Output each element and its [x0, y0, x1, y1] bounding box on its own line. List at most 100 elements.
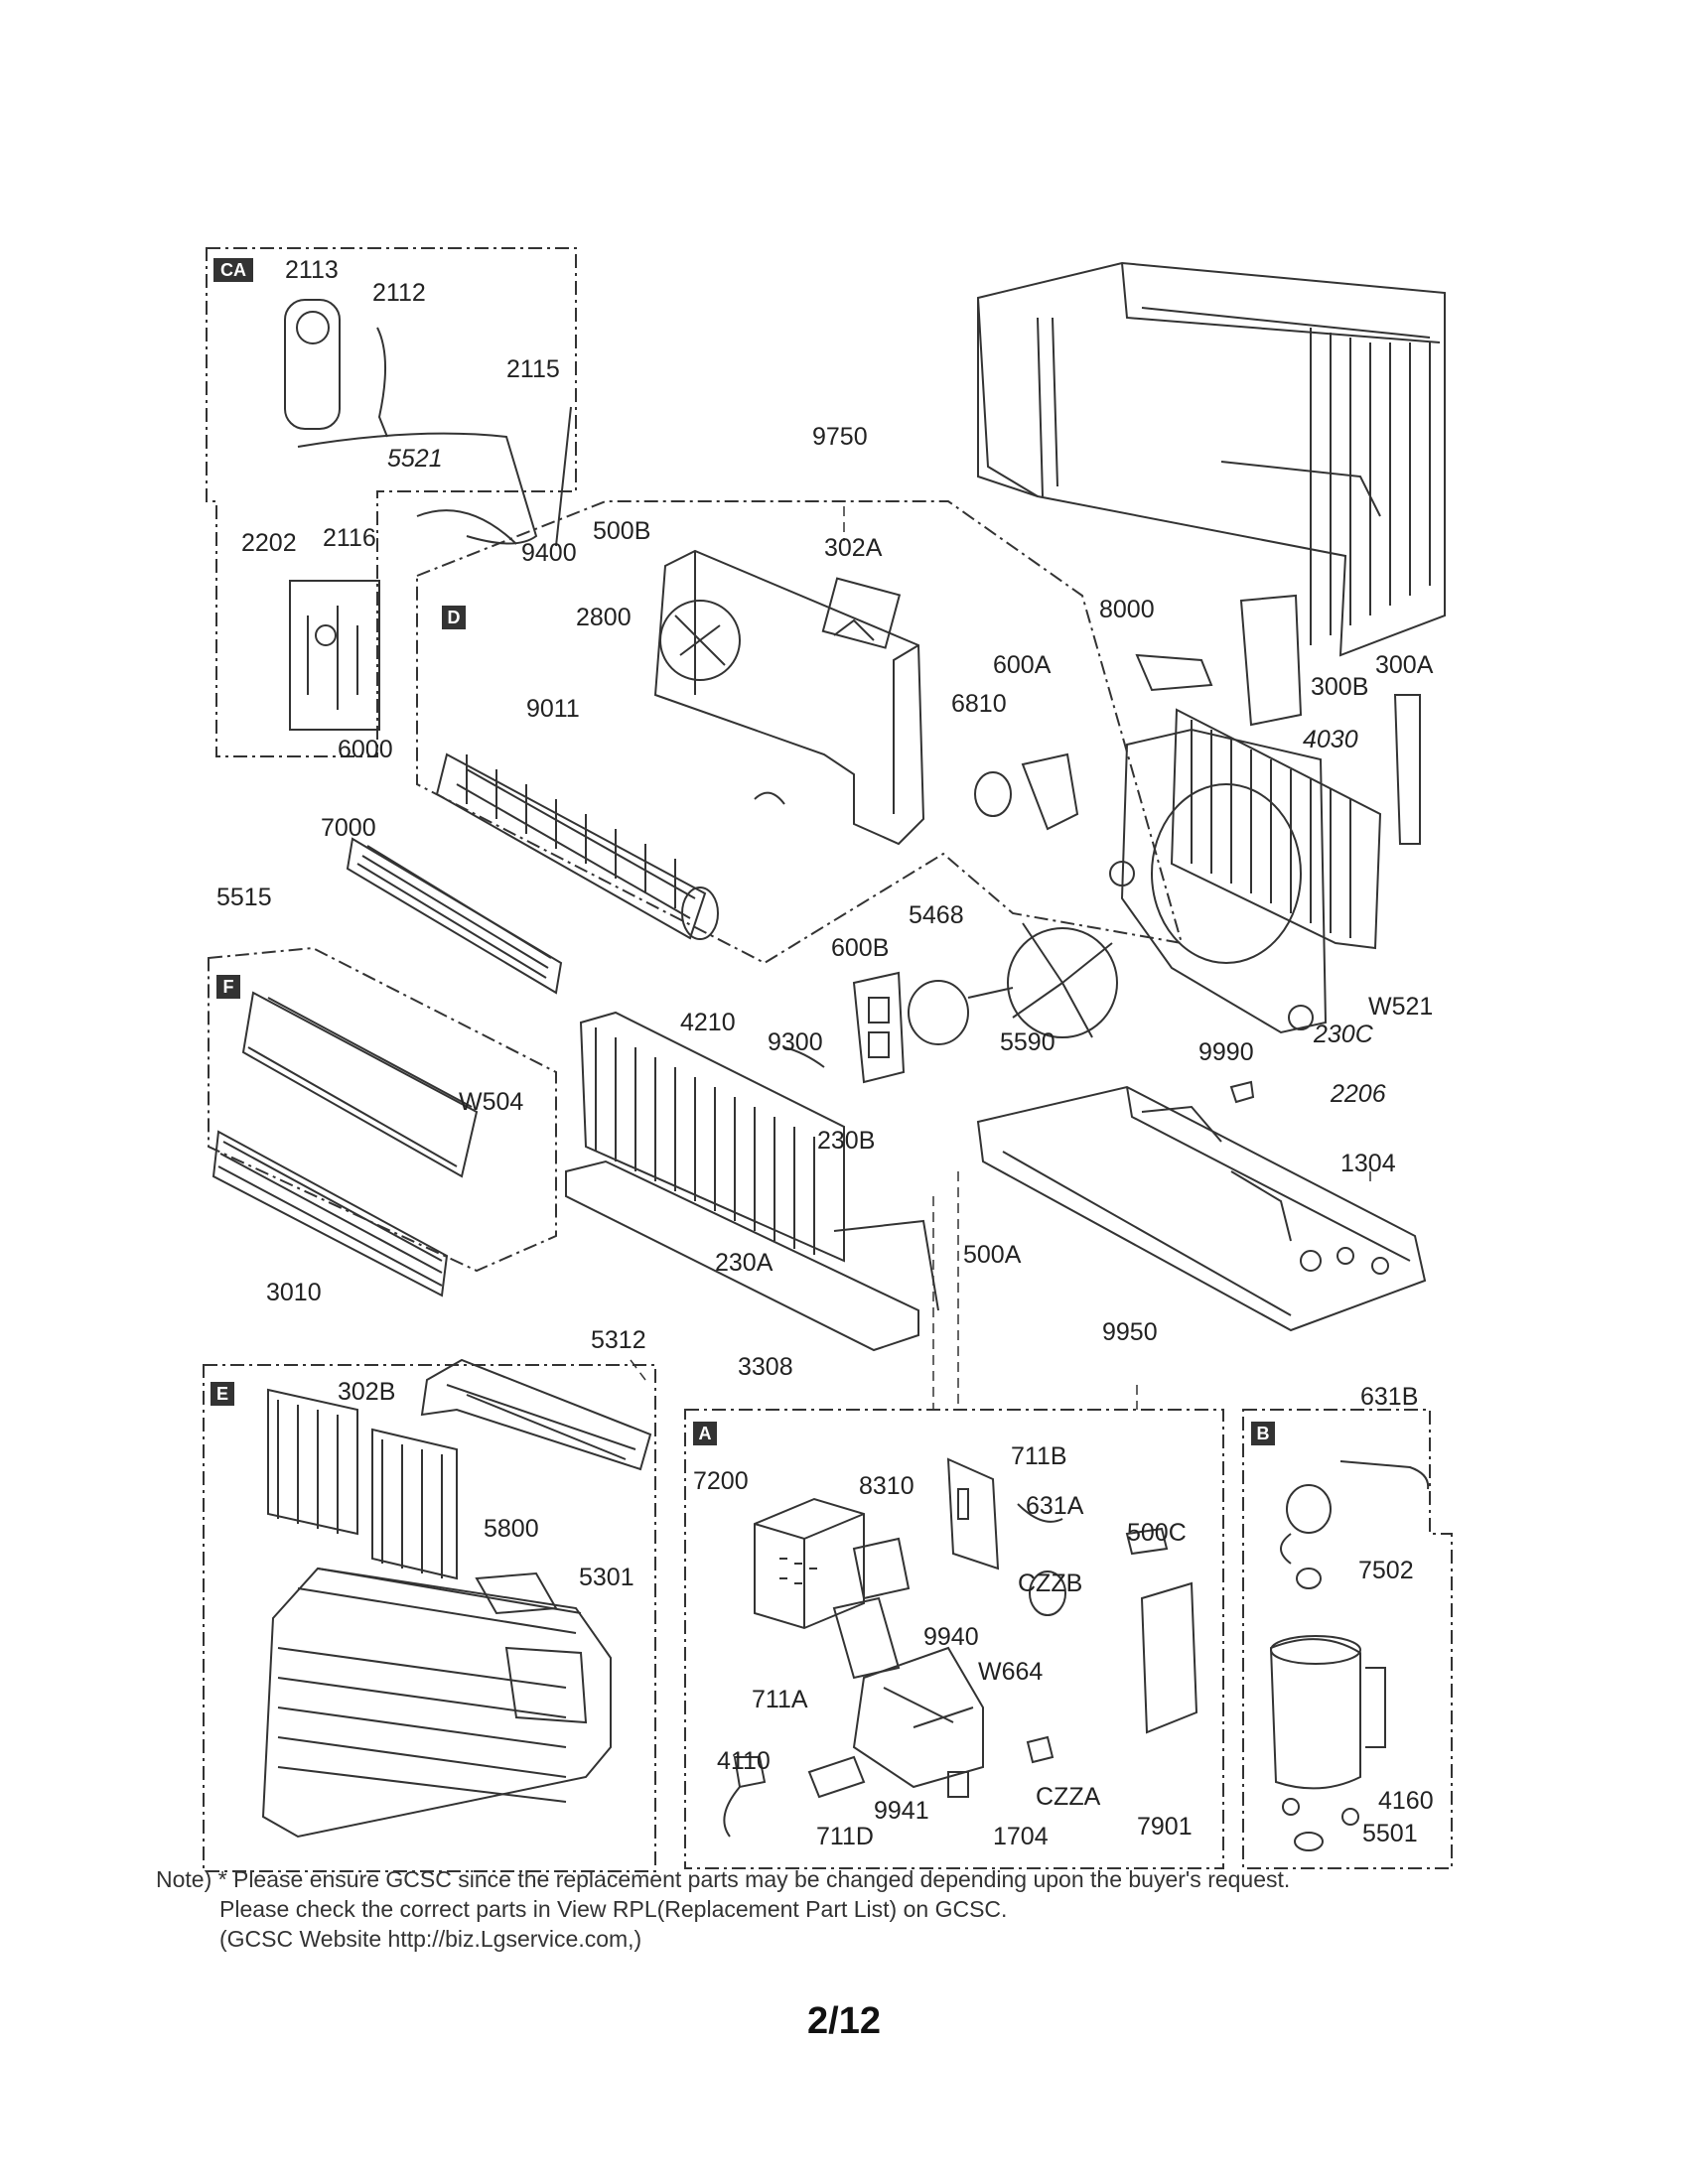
part-label-4030: 4030	[1303, 726, 1358, 753]
section-tag-ca: CA	[213, 258, 253, 282]
bracket-7901	[1140, 1581, 1198, 1734]
part-label-5521: 5521	[387, 445, 443, 473]
control-box-7200	[754, 1497, 865, 1630]
section-tag-d: D	[442, 606, 466, 629]
part-label-600A: 600A	[993, 651, 1052, 679]
valve-assembly	[289, 580, 380, 731]
grille-5312	[420, 1358, 652, 1471]
part-label-9941: 9941	[874, 1797, 929, 1825]
part-label-8310: 8310	[859, 1472, 914, 1500]
svg-text:F: F	[223, 977, 234, 997]
bracket-8000	[1135, 653, 1213, 692]
condenser-fan-blade	[1007, 922, 1118, 1038]
part-label-302A: 302A	[824, 534, 883, 562]
part-label-9950: 9950	[1102, 1318, 1158, 1346]
condenser-coil	[1170, 708, 1382, 950]
part-label-4160: 4160	[1378, 1787, 1434, 1815]
fan-motor-5468	[908, 980, 1014, 1045]
part-label-631B: 631B	[1360, 1383, 1418, 1411]
control-box-600b	[852, 971, 906, 1084]
section-f-boundary	[208, 946, 557, 1273]
part-label-5800: 5800	[484, 1515, 539, 1543]
part-label-631A: 631A	[1026, 1492, 1084, 1520]
part-label-W664: W664	[978, 1658, 1043, 1686]
part-label-7000: 7000	[321, 814, 376, 842]
section-d-boundary	[416, 500, 1184, 965]
bracket-300b	[1239, 594, 1303, 727]
part-label-3010: 3010	[266, 1279, 322, 1306]
overload-protector-7502	[1280, 1484, 1332, 1589]
part-label-4210: 4210	[680, 1009, 736, 1036]
part-label-9990: 9990	[1198, 1038, 1254, 1066]
part-label-600B: 600B	[831, 934, 889, 962]
filter-frame-f	[241, 991, 479, 1178]
part-label-5301: 5301	[579, 1564, 634, 1591]
part-label-5590: 5590	[1000, 1028, 1055, 1056]
control-bracket-w664	[852, 1646, 984, 1789]
section-a-boundary	[684, 1409, 1224, 1869]
grille-7000	[346, 837, 563, 995]
part-label-711D: 711D	[816, 1823, 874, 1850]
part-label-500A: 500A	[963, 1241, 1022, 1269]
harness-631a	[1017, 1503, 1063, 1523]
relay-1704	[947, 1771, 969, 1798]
part-label-2800: 2800	[576, 604, 632, 631]
board-711d	[807, 1755, 866, 1799]
part-label-2113: 2113	[285, 256, 339, 284]
part-label-230A: 230A	[715, 1249, 774, 1277]
wire-9300	[783, 1046, 825, 1068]
part-label-300B: 300B	[1311, 673, 1368, 701]
part-label-300A: 300A	[1375, 651, 1434, 679]
part-label-230C: 230C	[1313, 1021, 1374, 1048]
part-label-3308: 3308	[738, 1353, 793, 1381]
section-ca-boundary	[206, 247, 577, 757]
louver-3010	[211, 1130, 449, 1297]
display-711a	[832, 1596, 901, 1680]
section-tag-e: E	[211, 1382, 234, 1406]
part-label-500C: 500C	[1127, 1519, 1187, 1547]
section-tag-f: F	[216, 975, 240, 999]
part-label-5515: 5515	[216, 884, 272, 911]
part-label-5312: 5312	[591, 1326, 646, 1354]
part-label-CZZA: CZZA	[1036, 1783, 1101, 1811]
part-label-302B: 302B	[338, 1378, 395, 1406]
cross-flow-fan	[435, 752, 719, 940]
refrigerant-tube-assembly	[284, 299, 572, 547]
fan-motor-d	[754, 752, 1079, 831]
part-label-1704: 1704	[993, 1823, 1049, 1850]
bracket-500c	[1125, 1527, 1169, 1556]
part-label-8000: 8000	[1099, 596, 1155, 623]
blower-housing	[653, 549, 925, 846]
part-label-711B: 711B	[1011, 1442, 1067, 1470]
part-label-500B: 500B	[593, 517, 650, 545]
note-line-1: Note) * Please ensure GCSC since the rep…	[156, 1866, 1291, 1892]
side-panel-300a	[1393, 694, 1421, 845]
capacitor-czzb	[1029, 1570, 1066, 1616]
part-label-711A: 711A	[752, 1686, 808, 1713]
part-label-9400: 9400	[521, 539, 577, 567]
part-label-6810: 6810	[951, 690, 1007, 718]
part-label-9300: 9300	[768, 1028, 823, 1056]
note-line-2: Please check the correct parts in View R…	[219, 1896, 1008, 1922]
part-label-4110: 4110	[717, 1747, 771, 1775]
page-number: 2/12	[807, 2000, 881, 2042]
svg-text:E: E	[216, 1384, 228, 1404]
part-label-2206: 2206	[1330, 1080, 1386, 1108]
base-pan-1304	[976, 1085, 1427, 1332]
part-label-7502: 7502	[1358, 1557, 1414, 1584]
section-tag-b: B	[1251, 1422, 1275, 1445]
harness-631b	[1339, 1460, 1430, 1490]
part-label-230B: 230B	[817, 1127, 875, 1155]
door-5800	[475, 1571, 558, 1615]
air-filter-302b-right	[371, 1428, 458, 1580]
cabinet-sleeve	[976, 261, 1446, 657]
part-label-1304: 1304	[1340, 1150, 1396, 1177]
part-label-CZZB: CZZB	[1018, 1570, 1082, 1597]
part-label-5468: 5468	[909, 901, 964, 929]
section-b-boundary	[1242, 1409, 1453, 1869]
note-line-3: (GCSC Website http://biz.Lgservice.com,)	[219, 1926, 642, 1952]
sensor-4110	[723, 1756, 767, 1838]
svg-text:A: A	[699, 1424, 712, 1443]
condenser-shroud	[1109, 728, 1328, 1034]
